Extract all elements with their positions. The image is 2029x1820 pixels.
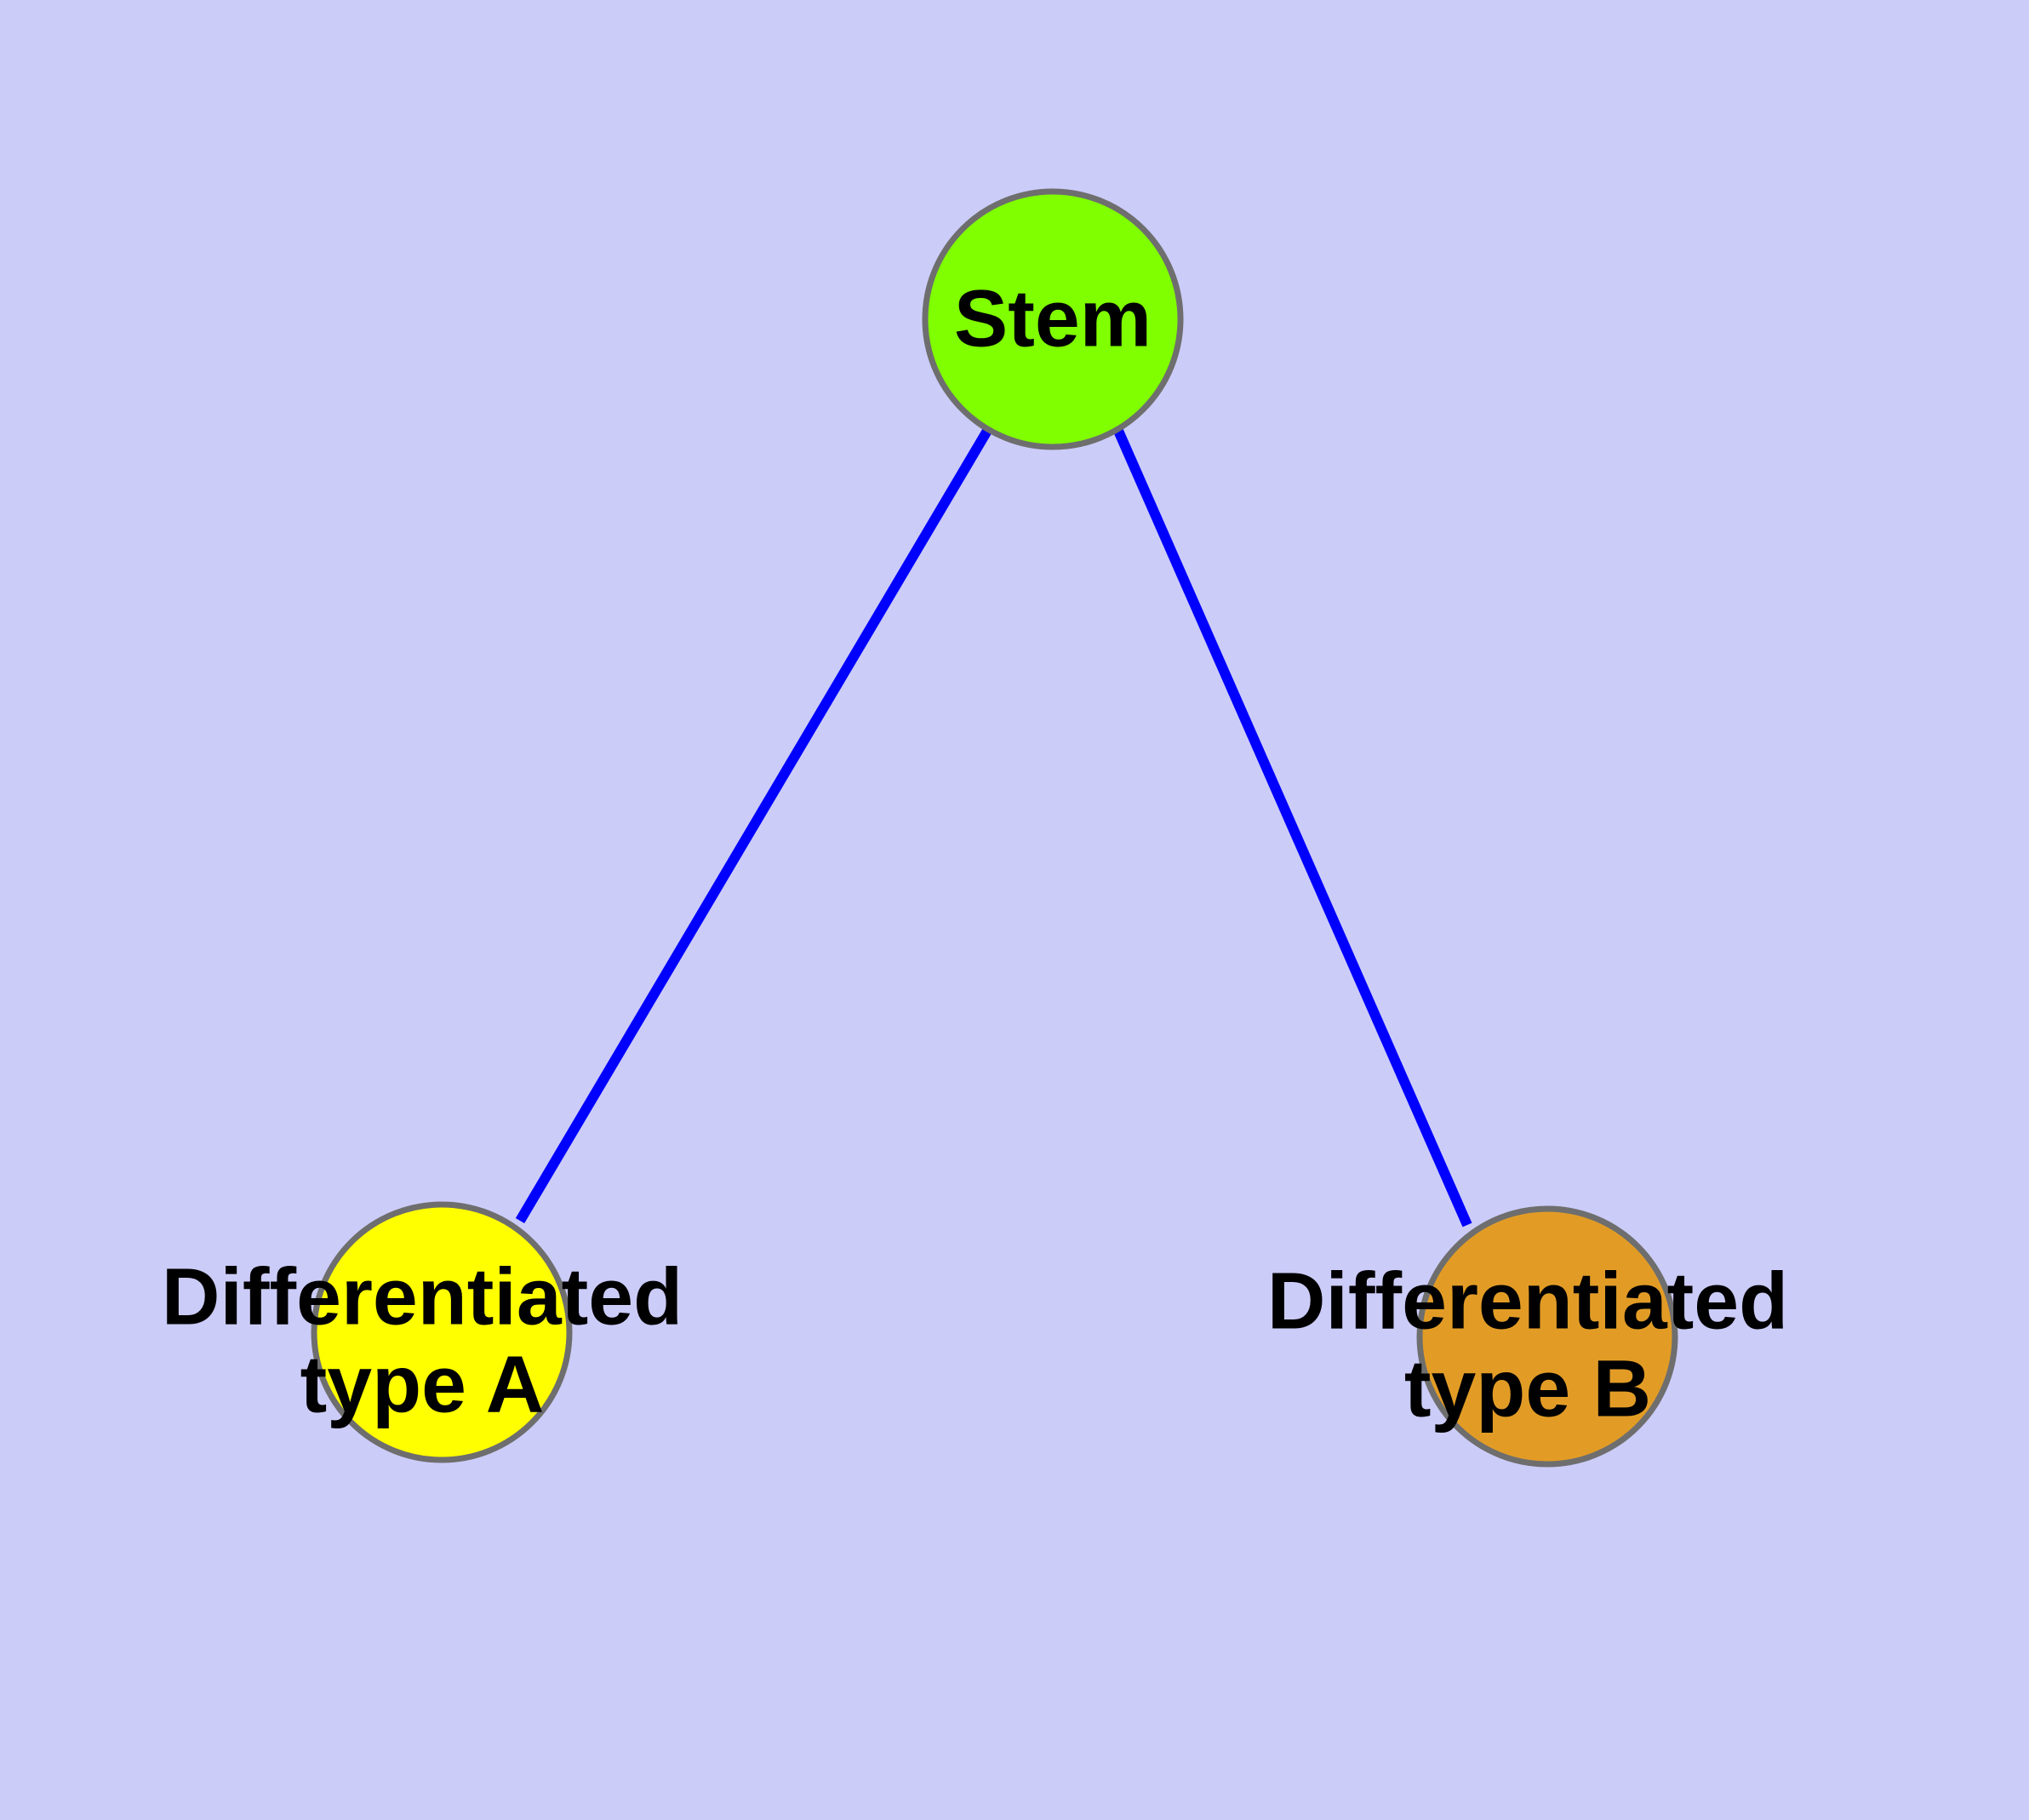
edge-layer bbox=[515, 427, 1472, 1228]
node-layer bbox=[311, 188, 1678, 1468]
node-differentiated-type-b[interactable] bbox=[1416, 1205, 1678, 1468]
edge-stem-to-differentiated-type-a[interactable] bbox=[515, 427, 992, 1224]
node-stem[interactable] bbox=[922, 188, 1184, 450]
edge-stem-to-differentiated-type-b[interactable] bbox=[1113, 428, 1472, 1228]
node-differentiated-type-a[interactable] bbox=[311, 1201, 573, 1463]
